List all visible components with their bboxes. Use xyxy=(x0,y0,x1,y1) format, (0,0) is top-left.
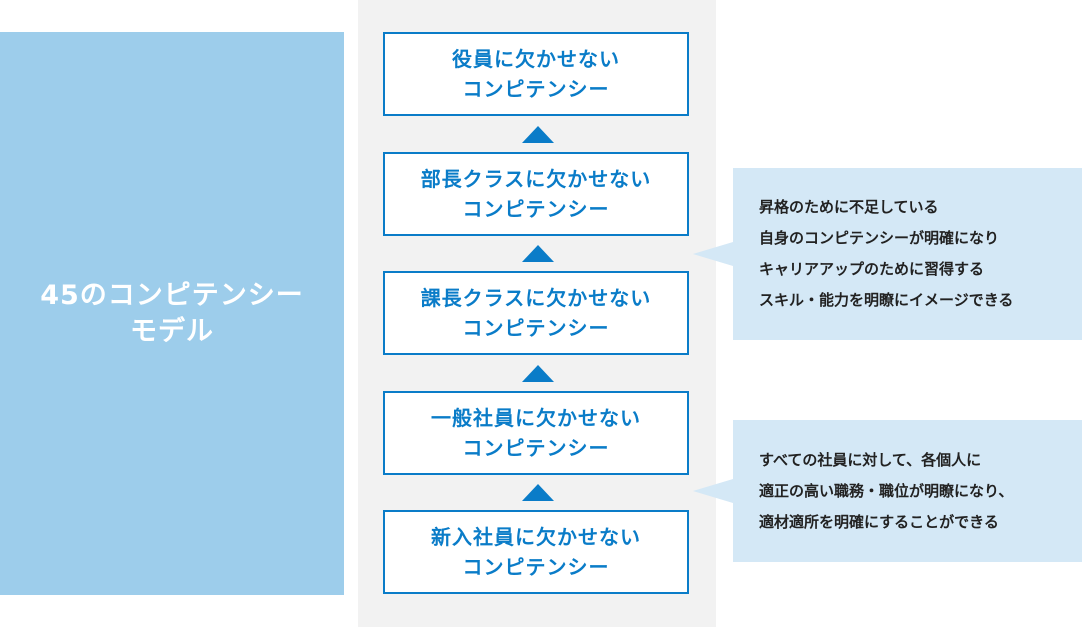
level-box-department-head: 部長クラスに欠かせない コンピテンシー xyxy=(383,152,689,236)
callout-pointer xyxy=(693,479,733,503)
note-line: すべての社員に対して、各個人に xyxy=(759,450,982,469)
up-arrow-icon xyxy=(522,245,554,262)
level-label: 役員に欠かせない xyxy=(452,47,620,71)
note-line: キャリアアップのために習得する xyxy=(759,260,985,278)
level-box-section-manager: 課長クラスに欠かせない コンピテンシー xyxy=(383,271,689,355)
up-arrow-icon xyxy=(522,365,554,382)
level-label: 部長クラスに欠かせない xyxy=(420,167,652,191)
level-box-executive: 役員に欠かせない コンピテンシー xyxy=(383,32,689,116)
level-label: 新入社員に欠かせない xyxy=(431,525,641,549)
level-label: コンピテンシー xyxy=(462,77,610,101)
note-callout-promotion: 昇格のために不足している 自身のコンピテンシーが明確になり キャリアアップのため… xyxy=(693,168,1082,340)
note-line: 自身のコンピテンシーが明確になり xyxy=(759,229,1000,247)
level-box-new-employee: 新入社員に欠かせない コンピテンシー xyxy=(383,510,689,594)
note-line: 昇格のために不足している xyxy=(759,198,939,216)
level-label: コンピテンシー xyxy=(462,436,610,460)
level-label: コンピテンシー xyxy=(462,316,610,340)
up-arrow-icon xyxy=(522,484,554,501)
level-label: 課長クラスに欠かせない xyxy=(420,286,652,310)
model-panel: 45のコンピテンシー モデル xyxy=(0,32,344,595)
callout-pointer xyxy=(693,242,733,266)
note-callout-placement: すべての社員に対して、各個人に 適正の高い職務・職位が明瞭になり、 適材適所を明… xyxy=(693,420,1082,562)
up-arrow-icon xyxy=(522,126,554,143)
level-label: コンピテンシー xyxy=(462,197,610,221)
note-line: スキル・能力を明瞭にイメージできる xyxy=(759,291,1014,309)
model-title-line2: モデル xyxy=(130,315,214,347)
note-line: 適正の高い職務・職位が明瞭になり、 xyxy=(759,481,1014,500)
level-label: コンピテンシー xyxy=(462,555,610,579)
note-line: 適材適所を明確にすることができる xyxy=(759,512,999,531)
level-label: 一般社員に欠かせない xyxy=(431,406,641,430)
model-title-line1: 45のコンピテンシー xyxy=(40,279,304,311)
level-box-general-employee: 一般社員に欠かせない コンピテンシー xyxy=(383,391,689,475)
